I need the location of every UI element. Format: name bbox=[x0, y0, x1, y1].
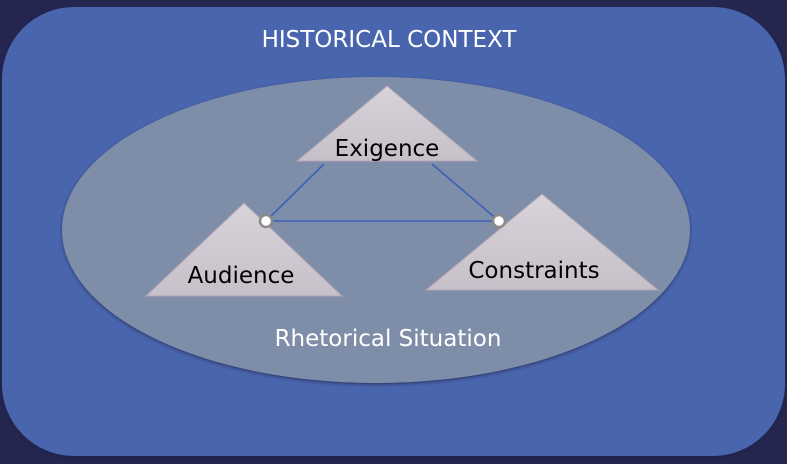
historical-context-title: HISTORICAL CONTEXT bbox=[262, 27, 518, 53]
constraints-label: Constraints bbox=[468, 258, 599, 284]
node-exigence[interactable]: Exigence bbox=[295, 85, 479, 162]
node-constraints[interactable]: Constraints bbox=[424, 193, 660, 291]
constraints-triangle bbox=[424, 193, 660, 291]
connector-exigence-audience bbox=[265, 163, 325, 222]
connector-exigence-constraints bbox=[431, 163, 500, 222]
rhetorical-situation-ellipse bbox=[62, 77, 690, 383]
connector-dot-constraints[interactable] bbox=[491, 213, 507, 229]
rhetorical-situation-label: Rhetorical Situation bbox=[275, 326, 502, 352]
exigence-label: Exigence bbox=[335, 136, 440, 162]
connector-dot-audience[interactable] bbox=[258, 213, 274, 229]
audience-triangle bbox=[144, 202, 344, 297]
exigence-triangle bbox=[295, 85, 479, 162]
audience-label: Audience bbox=[188, 263, 295, 289]
node-audience[interactable]: Audience bbox=[144, 202, 344, 297]
